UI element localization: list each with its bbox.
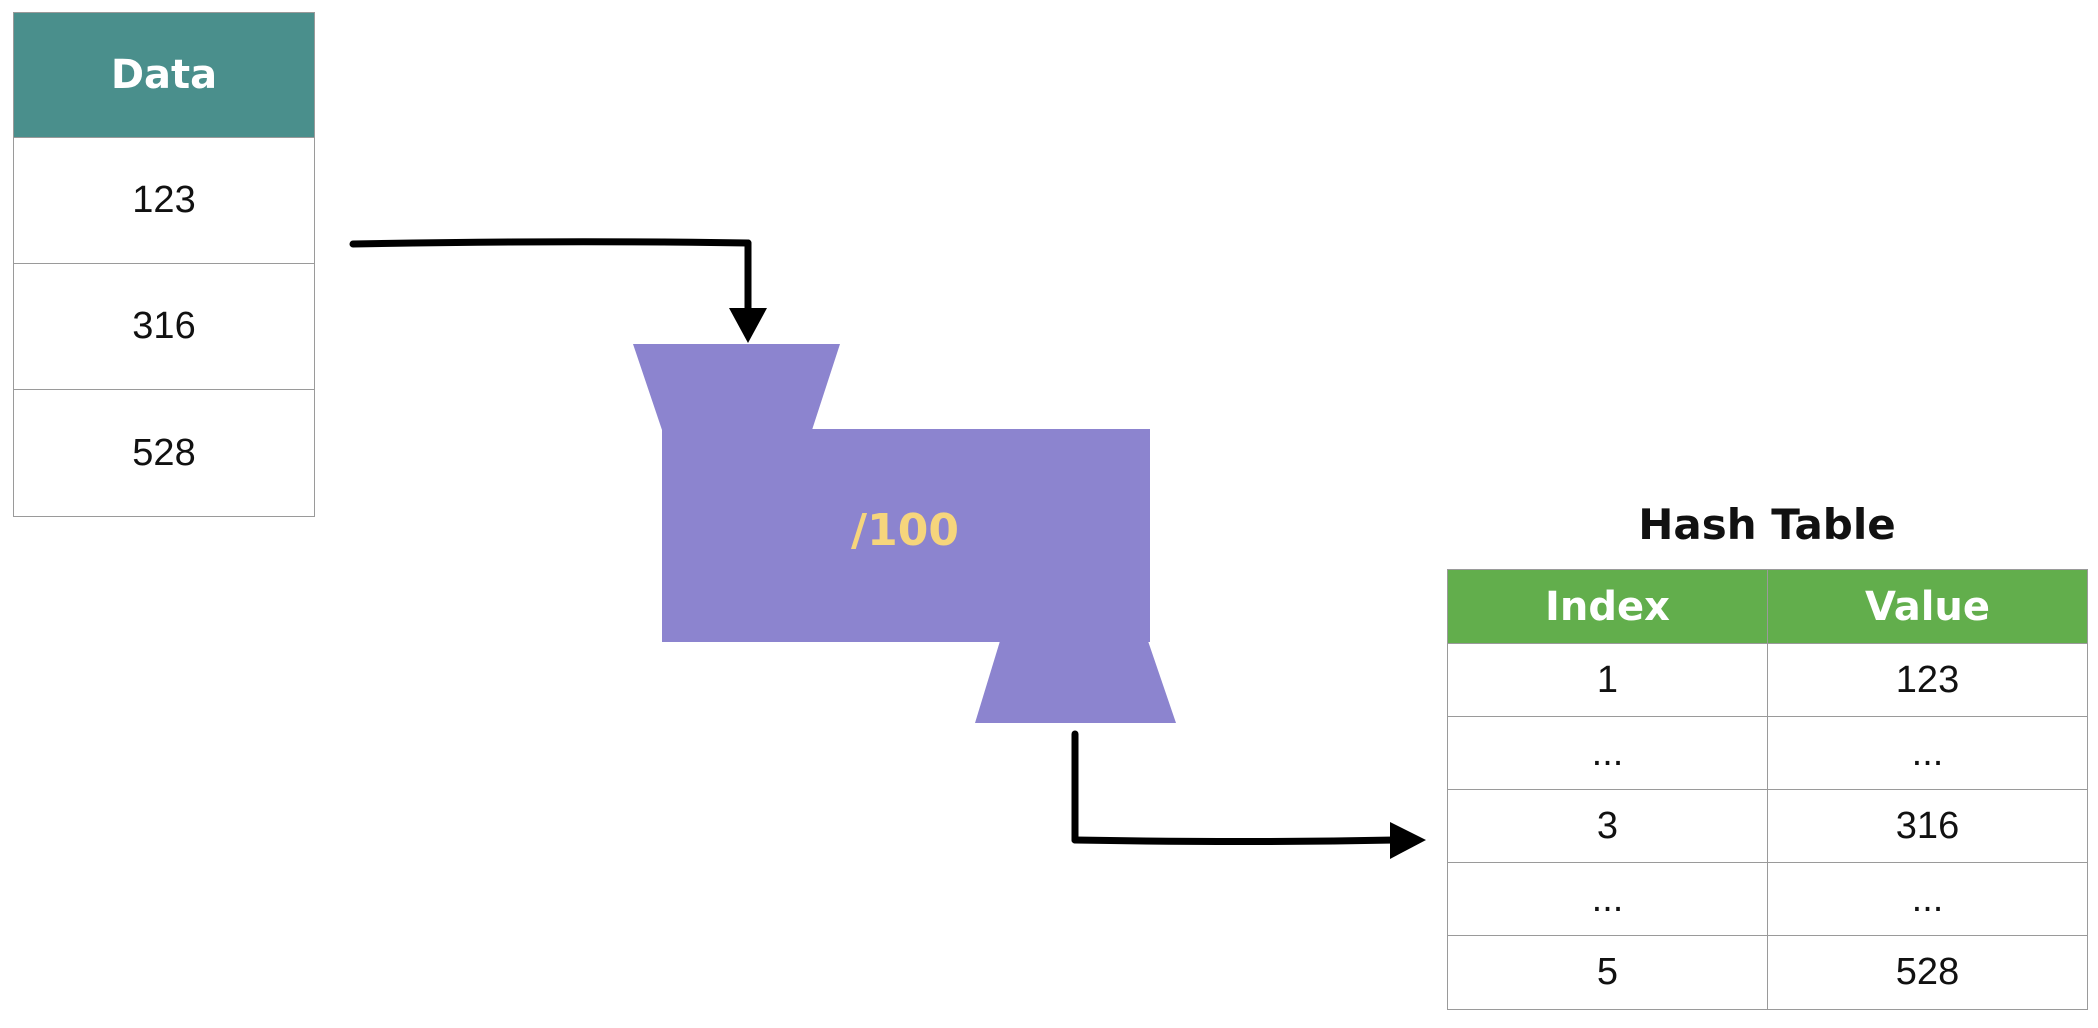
hash-table-value-cell: 316 bbox=[1767, 790, 2087, 862]
hash-table-value-cell: 528 bbox=[1767, 936, 2087, 1009]
hash-table-title: Hash Table bbox=[1638, 500, 1896, 549]
output-arrow bbox=[1071, 730, 1426, 859]
hash-function-label: /100 bbox=[851, 505, 959, 556]
hash-table-index-cell: 5 bbox=[1596, 951, 1619, 993]
hash-table-index-cell: 1 bbox=[1596, 658, 1619, 701]
input-arrow bbox=[349, 238, 767, 343]
data-table-cell: 123 bbox=[14, 138, 314, 264]
hash-table-column-header: Index bbox=[1545, 583, 1670, 630]
hash-table-row: 5 528 bbox=[1448, 936, 2087, 1009]
machine-input-hopper bbox=[633, 344, 840, 430]
hash-table-index-cell: ... bbox=[1591, 877, 1624, 920]
hash-function-machine bbox=[633, 344, 1176, 723]
hash-table-row: ... ... bbox=[1448, 863, 2087, 936]
data-table-cell: 316 bbox=[14, 264, 314, 390]
hash-table-value-cell: ... bbox=[1767, 717, 2087, 789]
hash-table-row: 3 316 bbox=[1448, 790, 2087, 863]
data-table: Data 123 316 528 bbox=[13, 12, 315, 517]
data-table-header: Data bbox=[14, 13, 314, 138]
data-table-cell: 528 bbox=[132, 431, 196, 474]
hash-table-row: 1 123 bbox=[1448, 644, 2087, 717]
hash-table-index-cell: ... bbox=[1591, 731, 1624, 774]
machine-output-hopper bbox=[975, 641, 1176, 723]
hash-table: Index Value 1 123 ... ... 3 316 ... ... … bbox=[1447, 569, 2088, 1010]
hash-table-header-row: Index Value bbox=[1448, 570, 2087, 644]
hash-table-value-cell: ... bbox=[1767, 863, 2087, 935]
hash-table-column-header: Value bbox=[1767, 570, 2087, 643]
machine-body bbox=[662, 429, 1150, 642]
hash-table-value-cell: 123 bbox=[1767, 644, 2087, 716]
hash-table-index-cell: 3 bbox=[1596, 804, 1619, 847]
hash-table-row: ... ... bbox=[1448, 717, 2087, 790]
